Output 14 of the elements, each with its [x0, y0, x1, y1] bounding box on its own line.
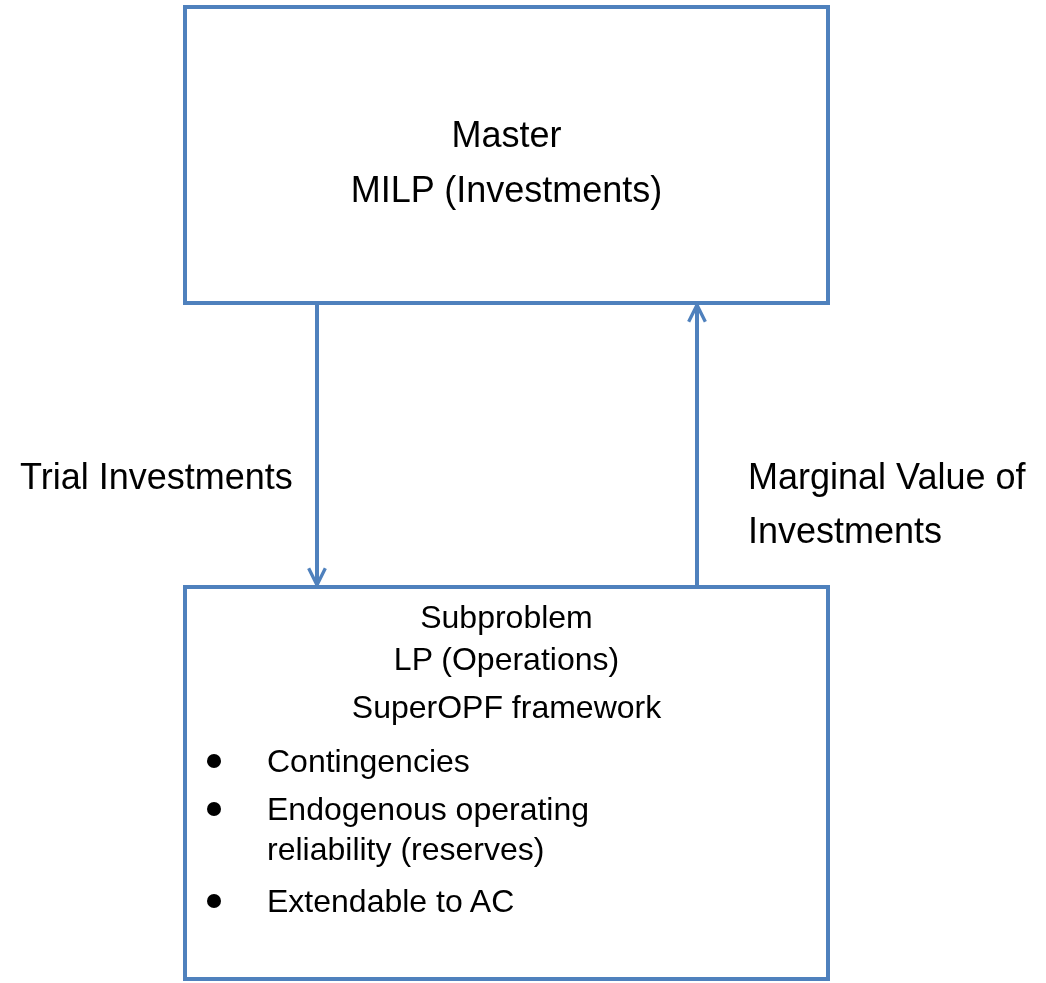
arrow: [687, 303, 707, 585]
edge-label: Trial Investments: [20, 455, 294, 499]
arrow: [307, 305, 327, 587]
process-box: [183, 5, 830, 305]
bullet-text: Endogenous operating reliability (reserves): [267, 790, 591, 869]
process-box: [183, 585, 830, 981]
box-text: MILP (Investments): [350, 169, 663, 211]
bullet-text: Extendable to AC: [267, 882, 516, 921]
box-text: LP (Operations): [393, 641, 620, 678]
edge-label: Marginal Value of Investments: [748, 455, 1027, 553]
box-text: SuperOPF framework: [351, 689, 662, 726]
bullet-text: Contingencies: [267, 742, 471, 781]
box-text: Subproblem: [420, 599, 593, 636]
box-text: Master: [451, 114, 562, 156]
